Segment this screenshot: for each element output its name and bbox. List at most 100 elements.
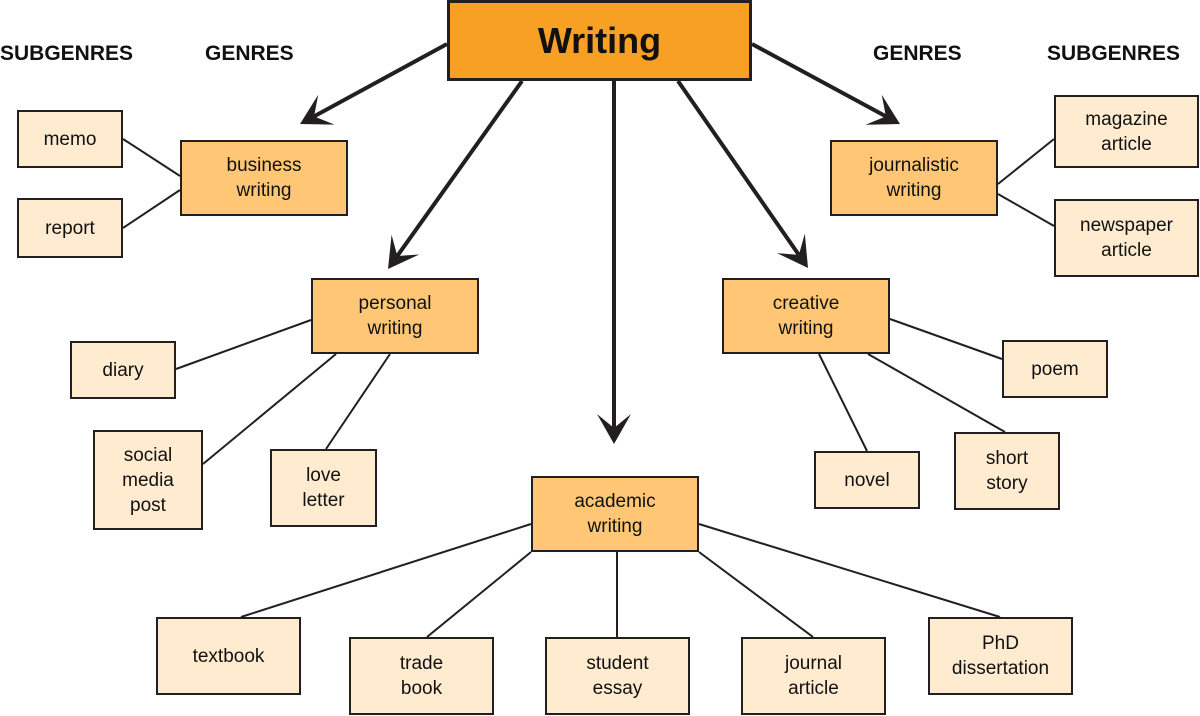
subgenre-node-personal-1-label-line: social bbox=[123, 444, 173, 466]
subgenre-node-academic-4-label-line: PhD bbox=[982, 633, 1019, 654]
subgenre-node-personal-0-label: diary bbox=[102, 358, 143, 383]
subgenre-node-personal-0: diary bbox=[70, 341, 176, 399]
heading-right-subgenres: SUBGENRES bbox=[1047, 42, 1181, 65]
connector-journalistic-1 bbox=[997, 193, 1055, 227]
subgenre-node-academic-3-label-line: journal bbox=[784, 653, 843, 674]
subgenre-node-academic-2-label-line: student bbox=[586, 653, 649, 674]
subgenre-node-personal-0-label-line: diary bbox=[102, 359, 144, 381]
connector-personal-0 bbox=[175, 319, 312, 370]
connector-academic-0 bbox=[240, 523, 532, 618]
subgenre-node-creative-0: poem bbox=[1002, 340, 1108, 398]
genre-node-personal-label: personal writing bbox=[359, 291, 432, 341]
genre-node-journalistic-label-line: journalistic bbox=[869, 155, 959, 176]
connector-journalistic-0 bbox=[997, 138, 1055, 185]
subgenre-node-creative-2-label-line: story bbox=[986, 473, 1028, 494]
genre-node-creative-label-line: writing bbox=[778, 318, 834, 339]
arrow-to-creative-head-icon bbox=[776, 233, 808, 268]
arrow-to-academic-head-icon bbox=[597, 414, 631, 444]
subgenre-node-journalistic-1-label-line: article bbox=[1101, 240, 1152, 261]
genre-node-creative-label-line: creative bbox=[772, 293, 840, 314]
arrow-to-personal-shaft bbox=[395, 79, 524, 258]
connector-creative-0 bbox=[889, 318, 1003, 360]
subgenre-node-journalistic-0: magazine article bbox=[1054, 95, 1199, 168]
genre-node-personal: personal writing bbox=[311, 278, 479, 354]
subgenre-node-personal-1-label-line: media bbox=[122, 469, 174, 491]
subgenre-node-business-1-label: report bbox=[45, 216, 95, 241]
heading-left-genres: GENRES bbox=[205, 42, 294, 65]
arrow-to-creative-shaft bbox=[676, 79, 801, 257]
genre-node-business: business writing bbox=[180, 140, 348, 216]
arrow-to-journalistic-head-icon bbox=[865, 94, 900, 125]
subgenre-node-journalistic-1-label: newspaper article bbox=[1080, 213, 1173, 263]
genre-node-personal-label-line: personal bbox=[358, 293, 432, 314]
root-label: Writing bbox=[537, 20, 662, 61]
subgenre-node-academic-3-label-line: article bbox=[788, 678, 839, 699]
subgenre-node-creative-0-label: poem bbox=[1031, 357, 1079, 382]
subgenre-node-business-0-label-line: memo bbox=[43, 128, 97, 150]
genre-node-academic: academic writing bbox=[531, 476, 699, 552]
subgenre-node-creative-2-label: short story bbox=[986, 446, 1028, 496]
arrow-to-business-head-icon bbox=[300, 94, 335, 125]
subgenre-node-journalistic-0-label-line: article bbox=[1101, 133, 1152, 155]
genre-node-business-label: business writing bbox=[227, 153, 302, 203]
subgenre-node-business-1-label-line: report bbox=[45, 217, 95, 239]
connector-academic-1 bbox=[426, 551, 532, 638]
connector-creative-1 bbox=[818, 353, 868, 452]
genre-node-creative: creative writing bbox=[722, 278, 890, 354]
subgenre-node-creative-1-label: novel bbox=[844, 468, 889, 493]
root-node-writing: Writing bbox=[447, 0, 752, 81]
connector-academic-3 bbox=[698, 551, 814, 638]
arrow-to-business-shaft bbox=[313, 42, 448, 119]
connector-creative-2 bbox=[867, 353, 1006, 433]
subgenre-node-personal-1-label-line: post bbox=[130, 494, 166, 516]
subgenre-node-academic-3-label: journal article bbox=[785, 651, 842, 701]
connector-academic-4 bbox=[698, 523, 1001, 618]
subgenre-node-personal-2-label: love letter bbox=[302, 463, 344, 513]
subgenre-node-journalistic-0-label: magazine article bbox=[1085, 107, 1167, 157]
subgenre-node-personal-1-label: social media post bbox=[122, 443, 174, 518]
subgenre-node-personal-2-label-line: love bbox=[306, 465, 341, 486]
heading-left-subgenres: SUBGENRES bbox=[0, 42, 134, 65]
subgenre-node-academic-0-label-line: textbook bbox=[192, 645, 265, 667]
genre-node-creative-label: creative writing bbox=[773, 291, 840, 341]
heading-right-genres: GENRES bbox=[873, 42, 962, 65]
genre-node-business-label-line: writing bbox=[236, 180, 292, 201]
genre-node-business-label-line: business bbox=[226, 155, 302, 176]
subgenre-node-personal-2: love letter bbox=[270, 449, 377, 527]
subgenre-node-business-1: report bbox=[17, 198, 123, 258]
genre-node-personal-label-line: writing bbox=[367, 318, 423, 339]
subgenre-node-creative-2-label-line: short bbox=[985, 448, 1029, 469]
connector-business-1 bbox=[122, 189, 181, 229]
subgenre-node-academic-4-label: PhD dissertation bbox=[952, 631, 1049, 681]
subgenre-node-academic-1: trade book bbox=[349, 637, 494, 715]
subgenre-node-business-0-label: memo bbox=[44, 127, 97, 152]
genre-node-academic-label: academic writing bbox=[574, 489, 655, 539]
subgenre-node-academic-4-label-line: dissertation bbox=[951, 658, 1050, 679]
subgenre-node-creative-2: short story bbox=[954, 432, 1060, 510]
subgenre-node-academic-1-label-line: book bbox=[400, 678, 443, 699]
genre-node-academic-label-line: academic bbox=[574, 491, 656, 512]
genre-node-academic-label-line: writing bbox=[587, 516, 643, 537]
subgenre-node-creative-1-label-line: novel bbox=[844, 469, 890, 491]
subgenre-node-journalistic-1: newspaper article bbox=[1054, 199, 1199, 277]
connector-personal-1 bbox=[202, 353, 337, 465]
subgenre-node-personal-2-label-line: letter bbox=[302, 490, 345, 511]
subgenre-node-creative-1: novel bbox=[814, 451, 920, 509]
arrow-to-personal-head-icon bbox=[388, 234, 420, 269]
subgenre-node-journalistic-1-label-line: newspaper bbox=[1080, 215, 1173, 236]
subgenre-node-academic-1-label-line: trade bbox=[399, 653, 444, 674]
connector-business-0 bbox=[122, 138, 181, 177]
subgenre-node-academic-0: textbook bbox=[156, 617, 301, 695]
connector-personal-2 bbox=[325, 353, 391, 450]
subgenre-node-academic-4: PhD dissertation bbox=[928, 617, 1073, 695]
subgenre-node-academic-1-label: trade book bbox=[400, 651, 443, 701]
subgenre-node-journalistic-0-label-line: magazine bbox=[1085, 108, 1168, 130]
subgenre-node-academic-3: journal article bbox=[741, 637, 886, 715]
subgenre-node-creative-0-label-line: poem bbox=[1031, 358, 1079, 380]
